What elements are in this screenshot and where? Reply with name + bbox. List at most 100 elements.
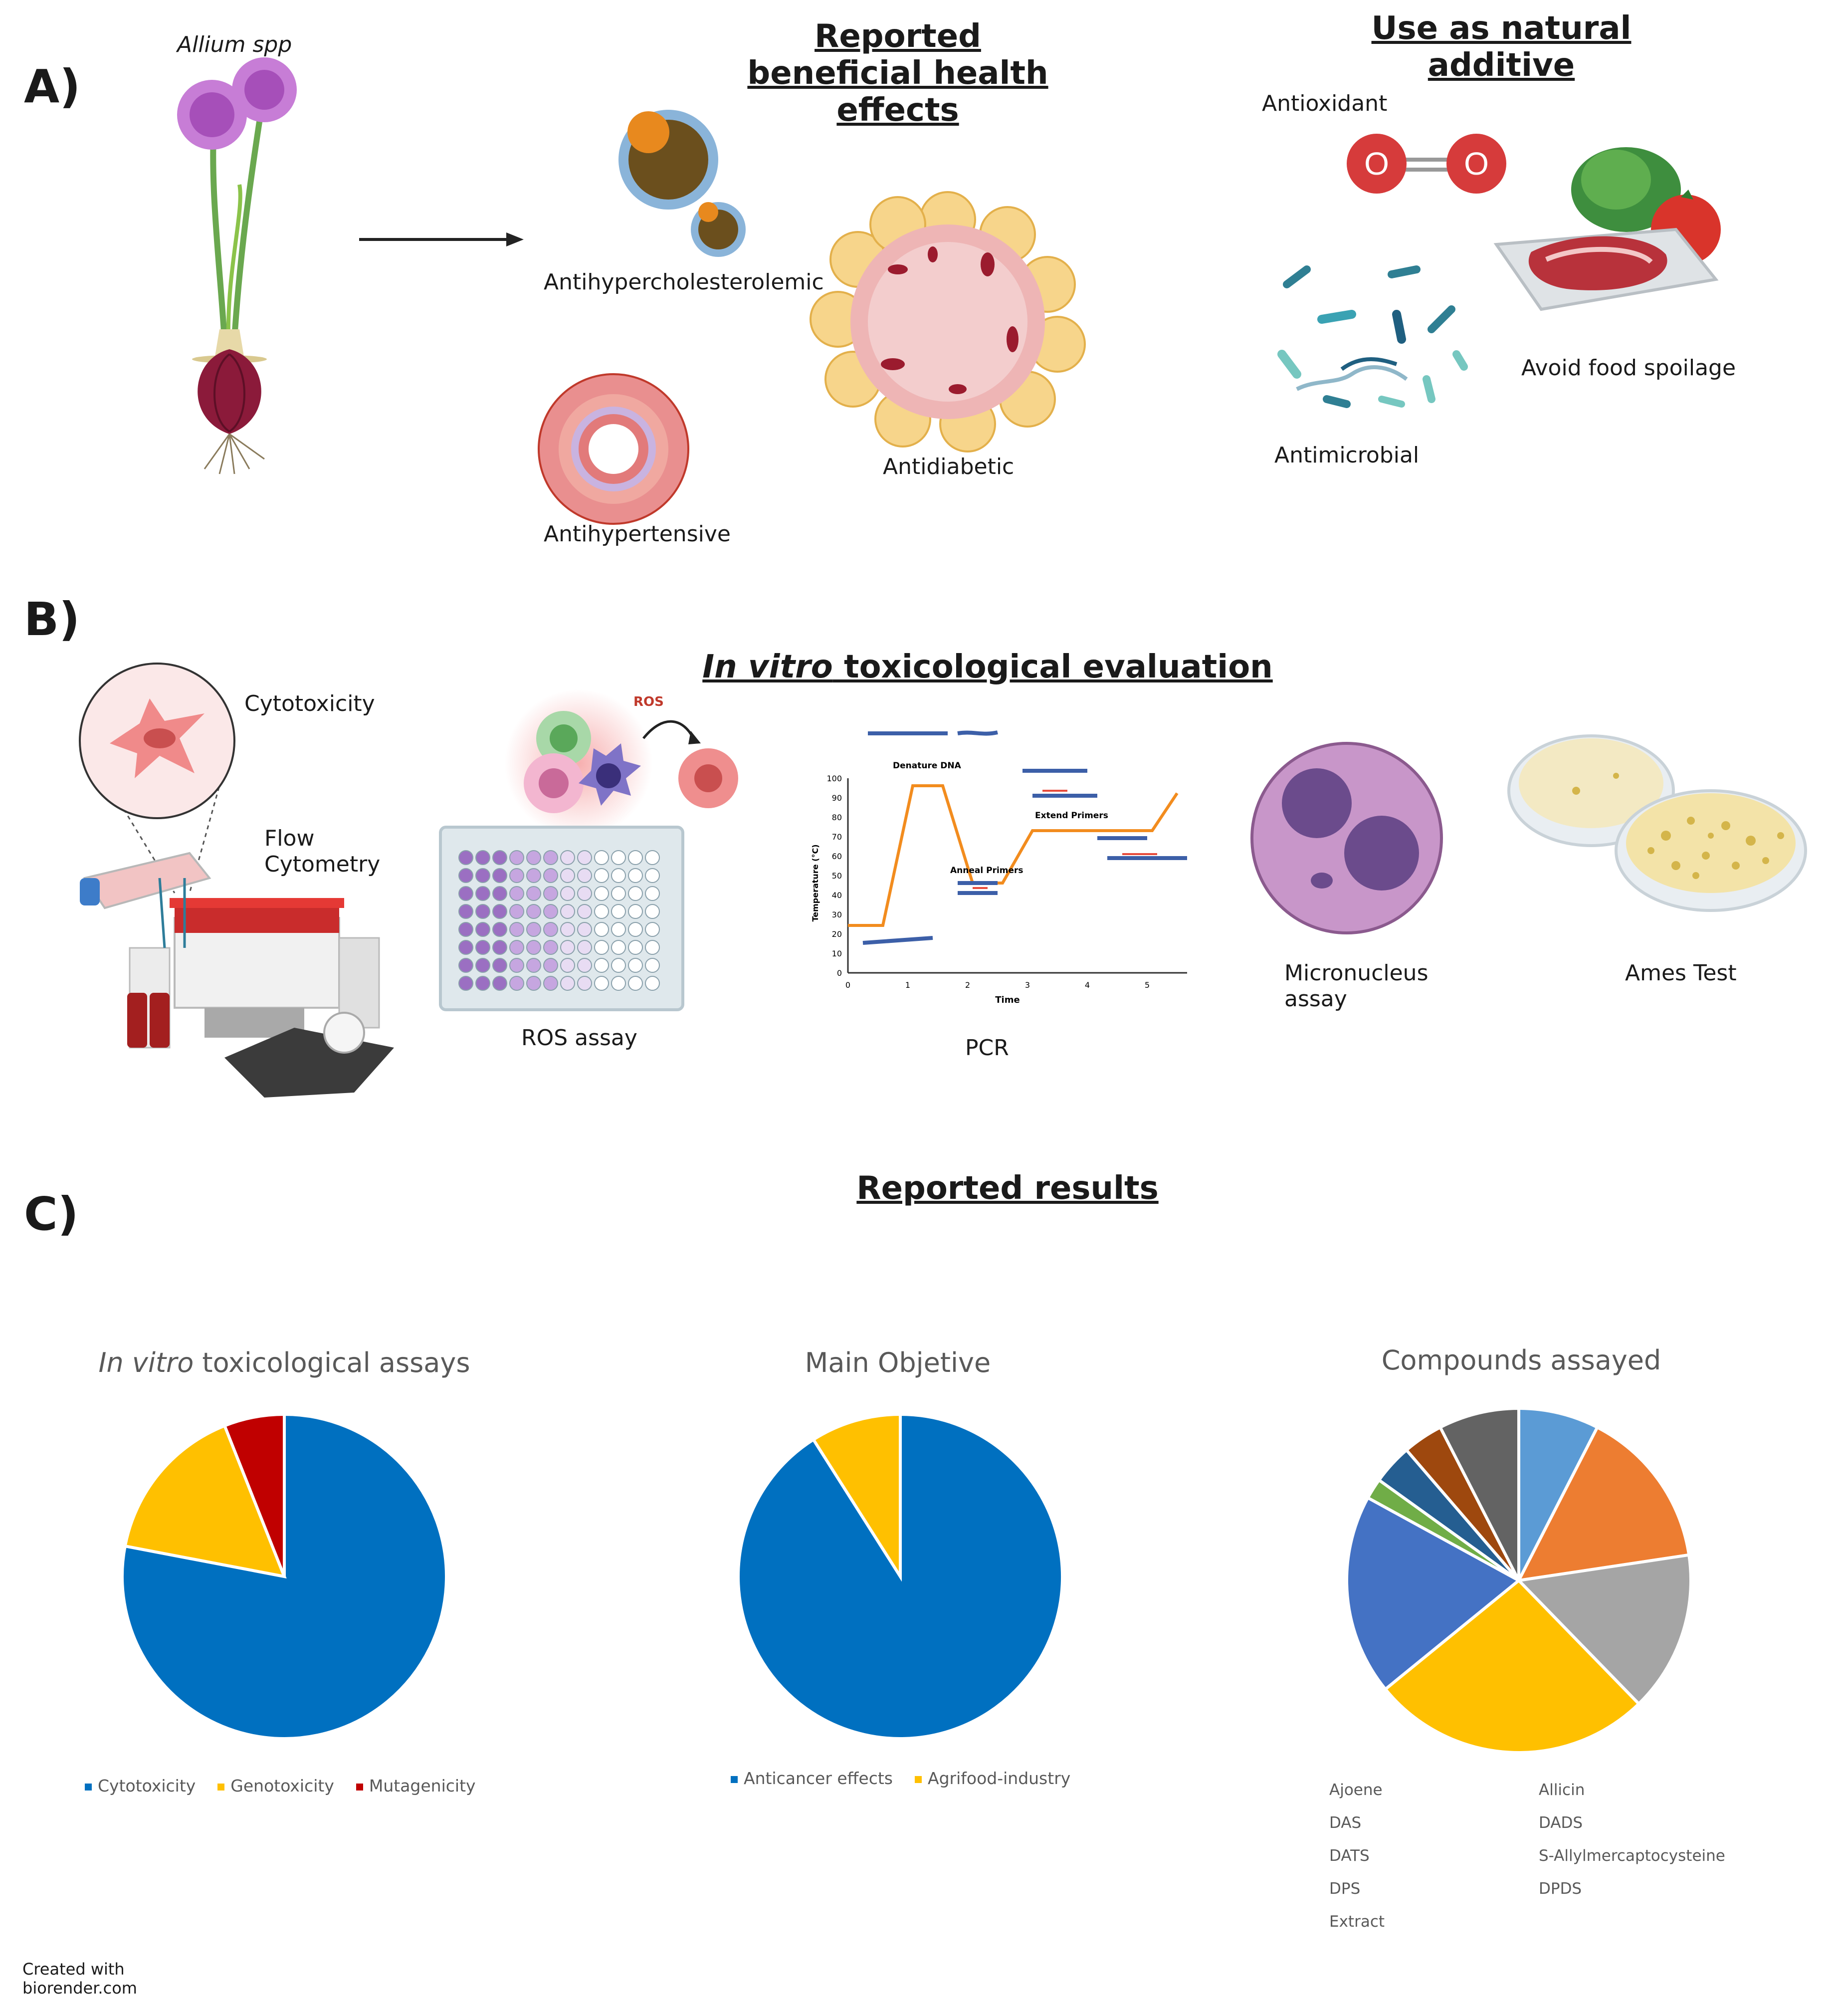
food-tray-icon	[1493, 147, 1721, 311]
plate-well	[509, 958, 524, 973]
pcr-y-tick-label: 90	[832, 793, 842, 803]
plate-well	[594, 868, 609, 883]
credit-line-1: Created with	[22, 1960, 125, 1979]
plate-well	[645, 886, 660, 901]
legend-label: S-Allylmercaptocysteine	[1539, 1847, 1725, 1865]
plate-well	[611, 904, 626, 919]
plate-well	[577, 868, 592, 883]
pie3-legend-item: Allicin	[1539, 1781, 1748, 1799]
micronucleus-cell-icon	[1250, 742, 1443, 934]
plate-well	[594, 904, 609, 919]
ros-assay-label: ROS assay	[521, 1025, 637, 1051]
pie2-legend-item: Agrifood-industry	[915, 1769, 1070, 1788]
in-vitro-heading: In vitro toxicological evaluation	[698, 649, 1277, 685]
pie1-title: In vitro toxicological assays	[60, 1347, 509, 1378]
plate-well	[628, 940, 643, 955]
pie3-legend-item: S-Allylmercaptocysteine	[1539, 1847, 1748, 1865]
pcr-x-axis-label: Time	[995, 995, 1020, 1005]
pcr-x-tick-label: 1	[905, 980, 910, 990]
legend-swatch	[356, 1783, 363, 1791]
petri-dish-icon	[1507, 734, 1807, 912]
plate-well	[611, 922, 626, 937]
pie3-legend-item: DAS	[1329, 1814, 1539, 1832]
plate-well	[577, 958, 592, 973]
plate-well	[509, 922, 524, 937]
dna-strands	[862, 730, 1187, 945]
plate-well	[560, 904, 575, 919]
plate-well	[577, 886, 592, 901]
pcr-y-tick-label: 50	[832, 871, 842, 881]
plate-well	[492, 904, 507, 919]
pcr-x-tick-label: 4	[1085, 980, 1090, 990]
pie1-title-italic: In vitro	[98, 1347, 194, 1378]
plate-well	[458, 886, 473, 901]
plate-well	[526, 868, 541, 883]
plate-well	[594, 940, 609, 955]
pie2-title: Main Objetive	[805, 1347, 991, 1378]
plate-well	[458, 904, 473, 919]
plate-well	[594, 958, 609, 973]
plate-well	[492, 940, 507, 955]
plate-well	[492, 886, 507, 901]
plate-well	[458, 850, 473, 865]
plate-well	[611, 868, 626, 883]
pcr-y-axis-label: Temperature (°C)	[811, 844, 820, 921]
legend-label: Mutagenicity	[369, 1776, 476, 1795]
plate-well	[611, 958, 626, 973]
plate-well	[560, 922, 575, 937]
plate-well	[560, 958, 575, 973]
pcr-x-tick-label: 2	[965, 980, 970, 990]
legend-label: DPDS	[1539, 1880, 1582, 1898]
plate-well	[509, 976, 524, 991]
plate-well	[509, 940, 524, 955]
pancreatic-islet-icon	[810, 191, 1086, 452]
plant-label: Allium spp	[177, 32, 292, 57]
heading-rest-part: toxicological evaluation	[832, 649, 1273, 685]
legend-label: DPS	[1329, 1880, 1361, 1898]
plate-well	[475, 850, 490, 865]
pie-chart-toxicological-assays	[121, 1412, 448, 1740]
plate-well	[577, 976, 592, 991]
effect-antihypercholesterolemic: Antihypercholesterolemic	[544, 269, 824, 295]
plate-well	[492, 922, 507, 937]
panel-c-letter: C)	[24, 1187, 79, 1241]
plate-well	[526, 958, 541, 973]
plate-well	[475, 868, 490, 883]
pie1-legend-item: Mutagenicity	[356, 1776, 476, 1795]
flow-cytometer-icon	[80, 852, 394, 1098]
pie2-legend-item: Anticancer effects	[731, 1769, 893, 1788]
legend-label: Genotoxicity	[230, 1776, 334, 1795]
pie3-slice-extract	[1438, 1406, 1520, 1581]
pie3-title: Compounds assayed	[1381, 1344, 1661, 1376]
plate-well	[628, 922, 643, 937]
pie2-legend: Anticancer effects Agrifood-industry	[731, 1769, 1070, 1788]
plate-well	[509, 868, 524, 883]
pie3-slice-dads	[1383, 1578, 1641, 1754]
plate-well	[628, 868, 643, 883]
pie2-slice-agrifood-industry	[811, 1412, 902, 1582]
use-antioxidant: Antioxidant	[1262, 91, 1388, 116]
plate-well	[543, 958, 558, 973]
legend-label: DAS	[1329, 1814, 1362, 1832]
pcr-y-tick-label: 10	[832, 949, 842, 958]
pcr-annotation: Denature DNA	[893, 761, 962, 771]
plate-well	[645, 904, 660, 919]
use-antimicrobial: Antimicrobial	[1274, 443, 1420, 468]
plate-well	[526, 886, 541, 901]
plate-well	[577, 922, 592, 937]
plate-well	[526, 922, 541, 937]
panel-a-letter: A)	[24, 60, 81, 113]
legend-label: Anticancer effects	[744, 1769, 893, 1788]
legend-label: Extract	[1329, 1913, 1385, 1931]
pie-chart-compounds-assayed	[1345, 1406, 1692, 1754]
legend-label: Agrifood-industry	[928, 1769, 1071, 1788]
plate-well	[645, 868, 660, 883]
pcr-temperature-curve	[848, 784, 1179, 927]
legend-swatch	[915, 1776, 922, 1783]
allium-plant-illustration	[177, 57, 297, 474]
plate-well	[543, 904, 558, 919]
effect-antihypertensive: Antihypertensive	[544, 521, 731, 547]
plate-well	[611, 940, 626, 955]
